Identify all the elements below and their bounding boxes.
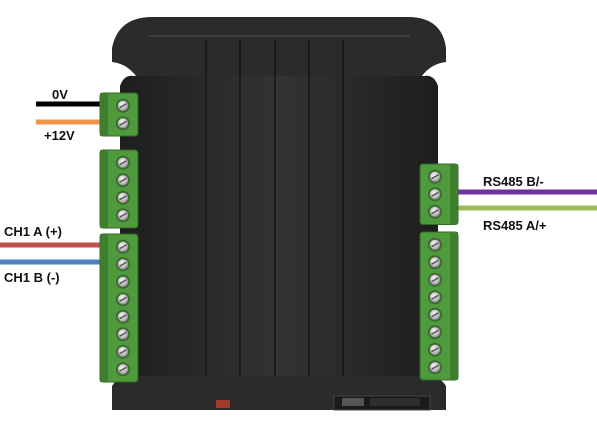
terminal-screw-slot — [119, 177, 127, 183]
din-clip-slot-2 — [370, 398, 420, 406]
terminal-screw-slot — [119, 261, 127, 267]
wires — [0, 101, 597, 265]
terminal-screw-slot — [431, 312, 439, 318]
terminal-screw-slot — [119, 279, 127, 285]
terminal-screw-slot — [119, 331, 127, 337]
label-rs485-a: RS485 A/+ — [483, 218, 547, 233]
terminal-screw-slot — [119, 296, 127, 302]
terminal-screw-slot — [431, 294, 439, 300]
housing-ribs — [205, 40, 344, 376]
housing-body — [120, 75, 438, 378]
terminal-screw-slot — [119, 366, 127, 372]
terminal-screw-slot — [119, 103, 127, 109]
terminal-screw-slot — [431, 277, 439, 283]
terminal-screw-slot — [119, 314, 127, 320]
terminal-screw-slot — [431, 174, 439, 180]
terminal-blocks — [99, 92, 459, 383]
terminal-block-rs485 — [419, 163, 459, 225]
label-rs485-b: RS485 B/- — [483, 174, 544, 189]
housing-top — [112, 17, 446, 82]
label-0v: 0V — [52, 87, 68, 102]
terminal-block-right — [419, 231, 459, 381]
terminal-screw-slot — [431, 259, 439, 265]
terminal-block-left-mid-edge — [100, 150, 108, 228]
terminal-screw-slot — [119, 195, 127, 201]
terminal-screw-slot — [431, 329, 439, 335]
terminal-screw-slot — [119, 160, 127, 166]
label-12v: +12V — [44, 128, 75, 143]
terminal-screw-slot — [431, 242, 439, 248]
terminal-block-inputs-edge — [100, 234, 108, 382]
terminal-block-left-mid — [99, 149, 139, 229]
din-clip-slot — [342, 398, 364, 406]
terminal-screw-slot — [119, 349, 127, 355]
label-ch1-a: CH1 A (+) — [4, 224, 62, 239]
terminal-block-inputs — [99, 233, 139, 383]
terminal-screw-slot — [431, 191, 439, 197]
terminal-block-rs485-edge — [450, 164, 458, 225]
terminal-screw-slot — [119, 212, 127, 218]
terminal-block-power-edge — [100, 93, 108, 136]
terminal-screw-slot — [119, 120, 127, 126]
terminal-screw-slot — [119, 244, 127, 250]
labels: 0V +12V CH1 A (+) CH1 B (-) RS485 B/- RS… — [4, 87, 547, 285]
terminal-block-power — [99, 92, 139, 137]
module-housing — [112, 17, 446, 411]
red-latch — [216, 400, 230, 408]
terminal-screw-slot — [431, 347, 439, 353]
label-ch1-b: CH1 B (-) — [4, 270, 60, 285]
terminal-screw-slot — [431, 364, 439, 370]
terminal-screw-slot — [431, 209, 439, 215]
terminal-block-right-edge — [450, 232, 458, 380]
